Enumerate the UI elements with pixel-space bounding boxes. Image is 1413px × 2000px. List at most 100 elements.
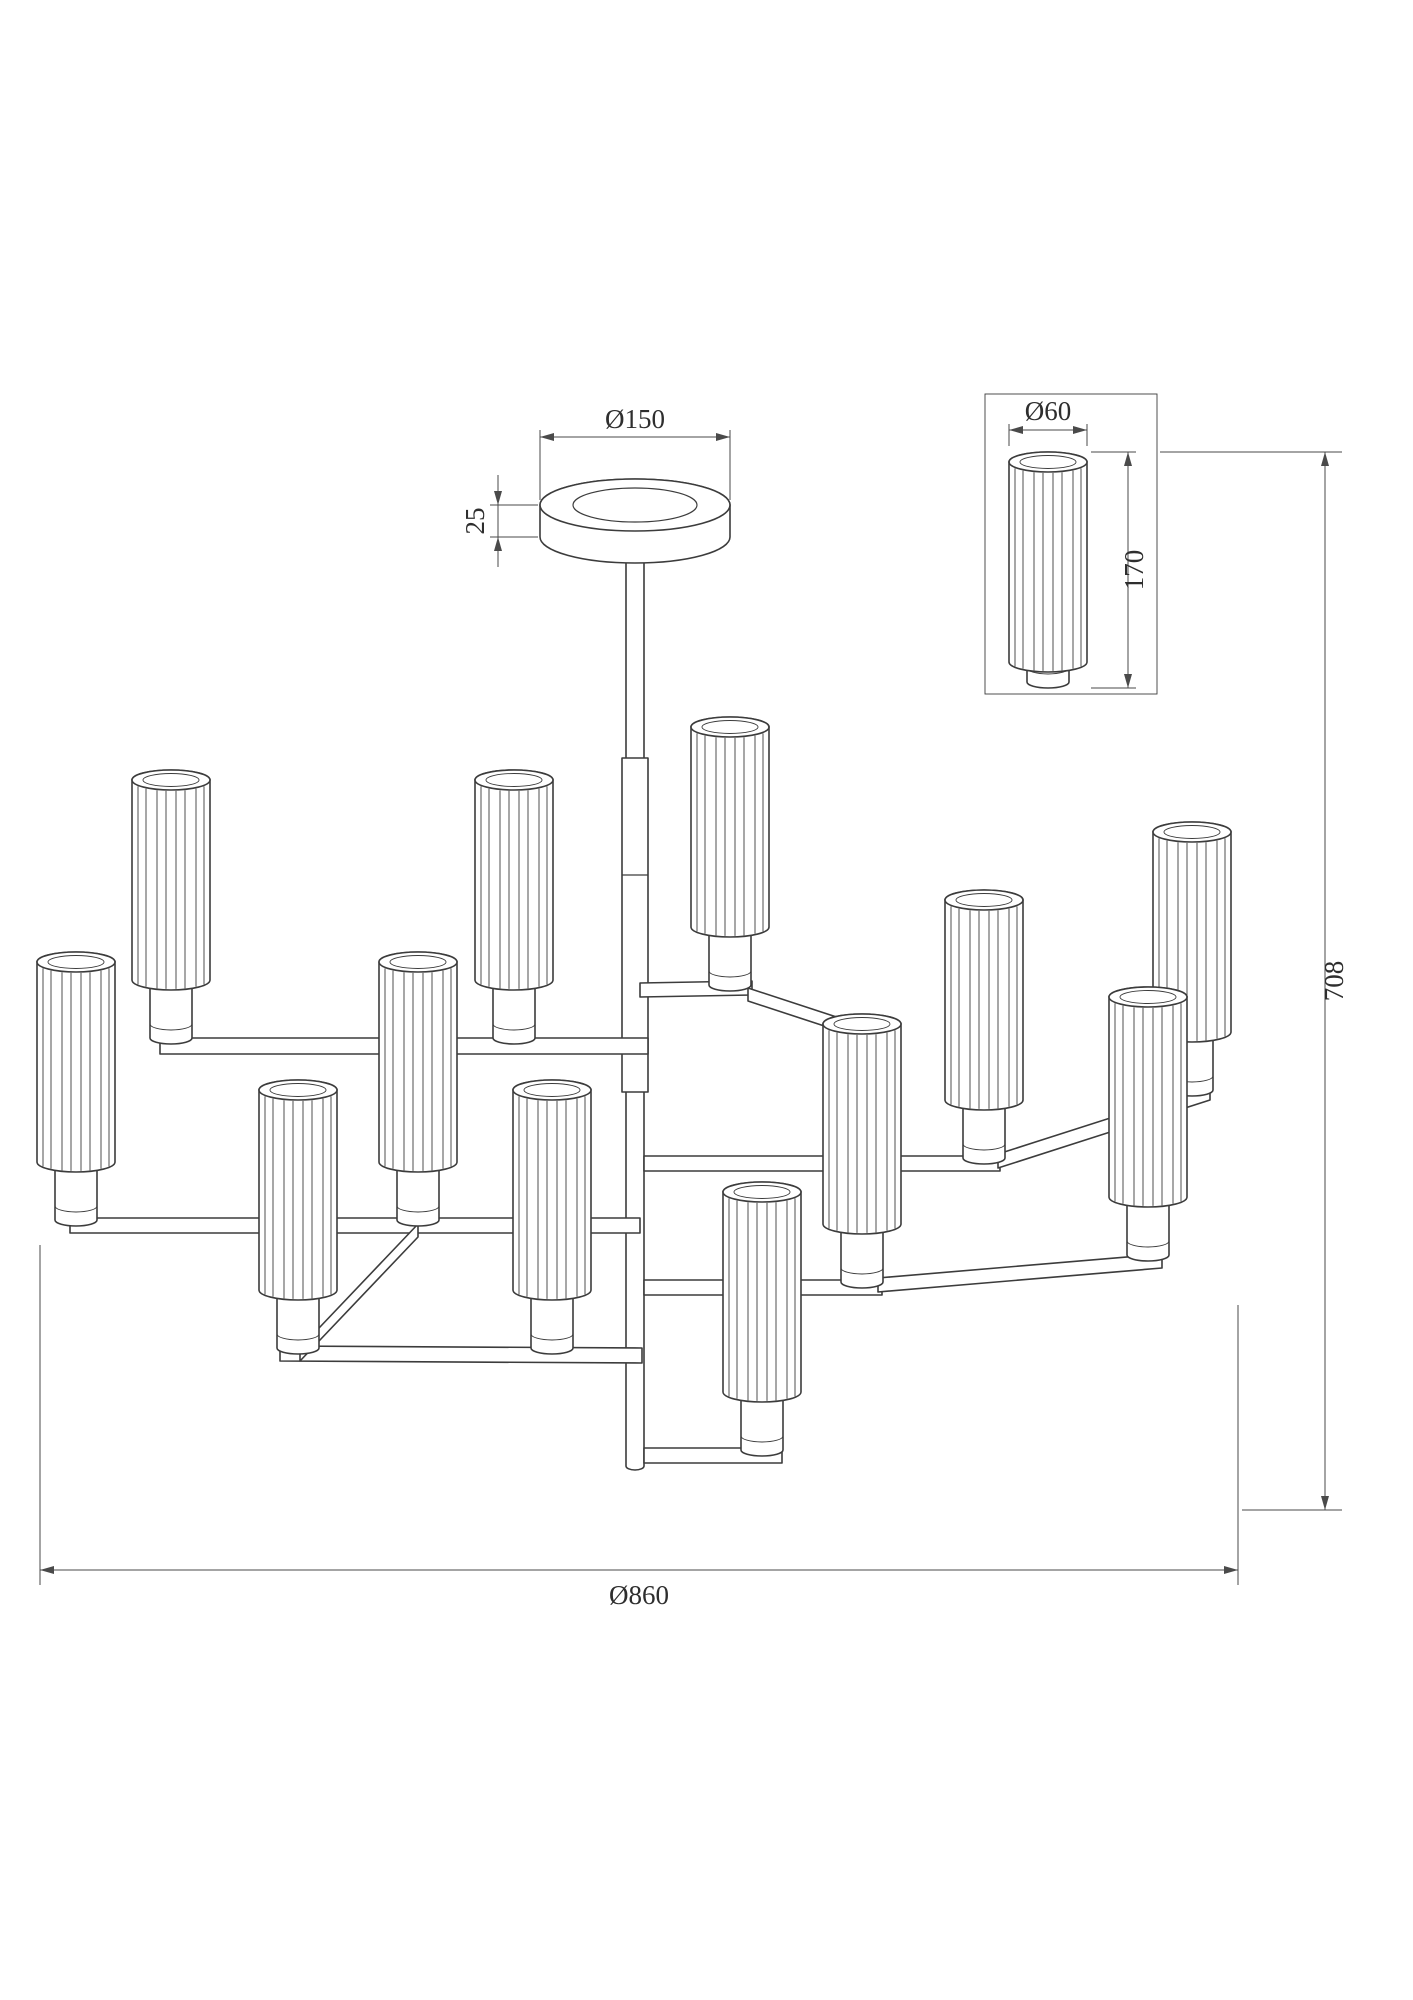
lamp-shade bbox=[822, 1013, 902, 1289]
shade-top bbox=[131, 769, 211, 791]
shade-top bbox=[722, 1181, 802, 1203]
lamp-shade bbox=[944, 889, 1024, 1165]
canopy-inner-ring bbox=[572, 487, 698, 523]
socket-ring bbox=[54, 1205, 98, 1213]
detail-shade bbox=[1008, 451, 1088, 689]
shade-top bbox=[258, 1079, 338, 1101]
shade-top-inner bbox=[1019, 455, 1077, 469]
ceiling-canopy bbox=[539, 478, 731, 564]
shade-top bbox=[378, 951, 458, 973]
dim-shade-diameter: Ø60 bbox=[1008, 396, 1088, 446]
shade-top bbox=[474, 769, 554, 791]
overall-height-label: 708 bbox=[1319, 961, 1349, 1002]
socket-ring bbox=[492, 1023, 536, 1031]
arm-bar bbox=[643, 1155, 1001, 1172]
socket-ring bbox=[1126, 1240, 1170, 1248]
shade-top-inner bbox=[733, 1185, 791, 1199]
stem bbox=[621, 549, 649, 1471]
shade-body bbox=[378, 951, 458, 1173]
shade-top-inner bbox=[833, 1017, 891, 1031]
lamp-shade bbox=[131, 769, 211, 1045]
canopy-diameter-label: Ø150 bbox=[605, 404, 665, 434]
shade-socket bbox=[962, 1101, 1006, 1165]
shade-body bbox=[474, 769, 554, 991]
canopy-top-ellipse bbox=[539, 478, 731, 532]
arm-bar bbox=[877, 1253, 1163, 1293]
shade-top bbox=[944, 889, 1024, 911]
lamp-shade bbox=[378, 951, 458, 1227]
shade-body bbox=[1008, 451, 1088, 673]
shade-body bbox=[722, 1181, 802, 1403]
shade-socket bbox=[396, 1163, 440, 1227]
lamp-shade bbox=[258, 1079, 338, 1355]
shade-top bbox=[36, 951, 116, 973]
shade-socket bbox=[149, 981, 193, 1045]
shade-socket bbox=[276, 1291, 320, 1355]
shade-top-inner bbox=[955, 893, 1013, 907]
shade-top-inner bbox=[269, 1083, 327, 1097]
shade-body bbox=[258, 1079, 338, 1301]
shade-height-label: 170 bbox=[1119, 550, 1149, 591]
stem-sleeve bbox=[621, 757, 649, 1093]
shade-socket bbox=[740, 1393, 784, 1457]
shade-top bbox=[690, 716, 770, 738]
detail-box-border bbox=[984, 393, 1158, 695]
socket-ring bbox=[149, 1023, 193, 1031]
arm-framework bbox=[69, 980, 1211, 1464]
shade-top-inner bbox=[1119, 990, 1177, 1004]
dim-canopy-height: 25 bbox=[460, 475, 538, 567]
shade-top bbox=[512, 1079, 592, 1101]
shade-top bbox=[822, 1013, 902, 1035]
shade-top bbox=[1008, 451, 1088, 473]
shade-top-inner bbox=[485, 773, 543, 787]
socket-ring bbox=[530, 1333, 574, 1341]
shade-detail-view: Ø60 170 bbox=[984, 393, 1158, 695]
lamp-shade bbox=[474, 769, 554, 1045]
shade-top-inner bbox=[47, 955, 105, 969]
socket-ring bbox=[708, 970, 752, 978]
shade-top bbox=[1152, 821, 1232, 843]
socket-ring bbox=[962, 1143, 1006, 1151]
shade-socket bbox=[840, 1225, 884, 1289]
arm-bar bbox=[279, 1345, 643, 1364]
lamp-shade bbox=[1008, 451, 1088, 689]
shade-top-inner bbox=[523, 1083, 581, 1097]
shade-diameter-label: Ø60 bbox=[1025, 396, 1072, 426]
shade-top bbox=[1108, 986, 1188, 1008]
shade-top-inner bbox=[389, 955, 447, 969]
shade-top-inner bbox=[701, 720, 759, 734]
arm-bar bbox=[299, 1223, 419, 1362]
shade-body bbox=[512, 1079, 592, 1301]
lamp-shade bbox=[690, 716, 770, 992]
shade-socket bbox=[708, 928, 752, 992]
lamp-shade bbox=[36, 951, 116, 1227]
overall-diameter-label: Ø860 bbox=[609, 1580, 669, 1610]
shade-socket bbox=[1126, 1198, 1170, 1262]
lamp-shade bbox=[1108, 986, 1188, 1262]
canopy-height-label: 25 bbox=[460, 508, 490, 535]
lamp-shade bbox=[1152, 821, 1232, 1097]
dim-shade-height: 170 bbox=[1091, 451, 1149, 689]
socket-ring bbox=[396, 1205, 440, 1213]
shade-socket bbox=[530, 1291, 574, 1355]
shade-body bbox=[131, 769, 211, 991]
shade-socket bbox=[492, 981, 536, 1045]
shade-body bbox=[36, 951, 116, 1173]
shade-top-inner bbox=[1163, 825, 1221, 839]
lamp-shades bbox=[36, 716, 1232, 1457]
shade-socket bbox=[54, 1163, 98, 1227]
lamp-shade bbox=[512, 1079, 592, 1355]
dim-overall-diameter: Ø860 bbox=[39, 1245, 1239, 1610]
dim-canopy-diameter: Ø150 bbox=[539, 404, 731, 500]
socket-ring bbox=[840, 1267, 884, 1275]
socket-ring bbox=[740, 1435, 784, 1443]
shade-body bbox=[1108, 986, 1188, 1208]
shade-body bbox=[690, 716, 770, 938]
socket-ring bbox=[276, 1333, 320, 1341]
shade-top-inner bbox=[142, 773, 200, 787]
dim-overall-height: 708 bbox=[1160, 451, 1349, 1511]
shade-body bbox=[822, 1013, 902, 1235]
arm-bar bbox=[69, 1217, 641, 1234]
